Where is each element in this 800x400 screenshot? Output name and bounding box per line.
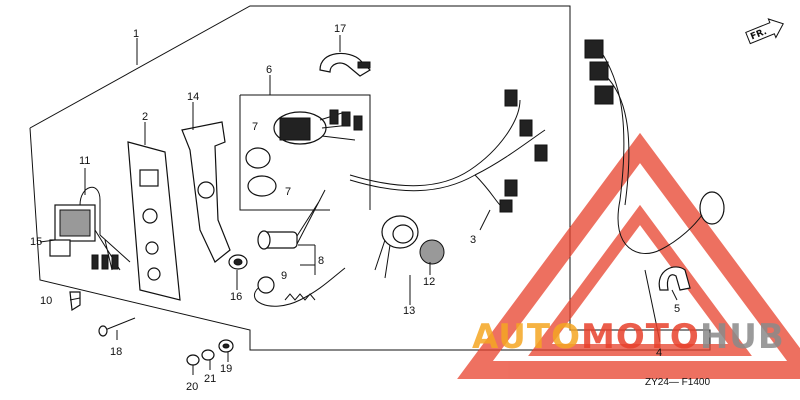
watermark-part-2: MOTO (581, 317, 700, 357)
callout-17: 17 (334, 23, 346, 35)
callout-1: 1 (133, 28, 139, 40)
callout-5: 5 (674, 303, 680, 315)
callout-14: 14 (187, 91, 199, 103)
leader-lines (39, 35, 678, 375)
callout-3: 3 (470, 234, 476, 246)
watermark-part-1: AUTO (472, 317, 581, 357)
callout-19: 19 (220, 363, 232, 375)
callout-7-lower: 7 (285, 186, 291, 198)
panel-plate (127, 141, 181, 301)
extension-harness (584, 39, 725, 254)
callout-11: 11 (79, 155, 90, 167)
small-clip (69, 291, 81, 312)
buzzer (374, 215, 445, 279)
assembly-outline (29, 5, 711, 351)
callout-6: 6 (266, 64, 272, 76)
meter-switch (49, 187, 131, 271)
key-switch-assembly (239, 94, 371, 211)
callout-8: 8 (318, 255, 324, 267)
main-harness (349, 89, 548, 213)
callout-10: 10 (40, 295, 52, 307)
callout-21: 21 (204, 373, 216, 385)
callout-12: 12 (423, 276, 435, 288)
triangle-watermark-icon (457, 132, 800, 379)
diagram-code: ZY24— F1400 (645, 377, 710, 388)
callout-2: 2 (142, 111, 148, 123)
stop-switch (254, 189, 346, 307)
cable-clip (319, 52, 371, 77)
bracket (181, 121, 231, 263)
watermark-part-3: HUB (700, 317, 785, 357)
callout-labels: 1 2 3 4 5 6 7 7 8 9 10 11 12 13 14 15 16… (30, 23, 680, 393)
callout-20: 20 (186, 381, 198, 393)
callout-18: 18 (110, 346, 122, 358)
callout-4: 4 (656, 347, 662, 359)
callout-7-upper: 7 (252, 121, 258, 133)
fr-arrow-icon: FR. (745, 18, 784, 45)
callout-13: 13 (403, 305, 415, 317)
callout-16: 16 (230, 291, 242, 303)
svg-text:AUTOMOTOHUB: AUTOMOTOHUB (472, 317, 785, 357)
callout-15: 15 (30, 236, 42, 248)
callout-9: 9 (281, 270, 287, 282)
watermark-text: AUTOMOTOHUB (472, 317, 785, 357)
screw (98, 317, 136, 337)
clamp (658, 266, 691, 291)
grommet (228, 254, 248, 270)
